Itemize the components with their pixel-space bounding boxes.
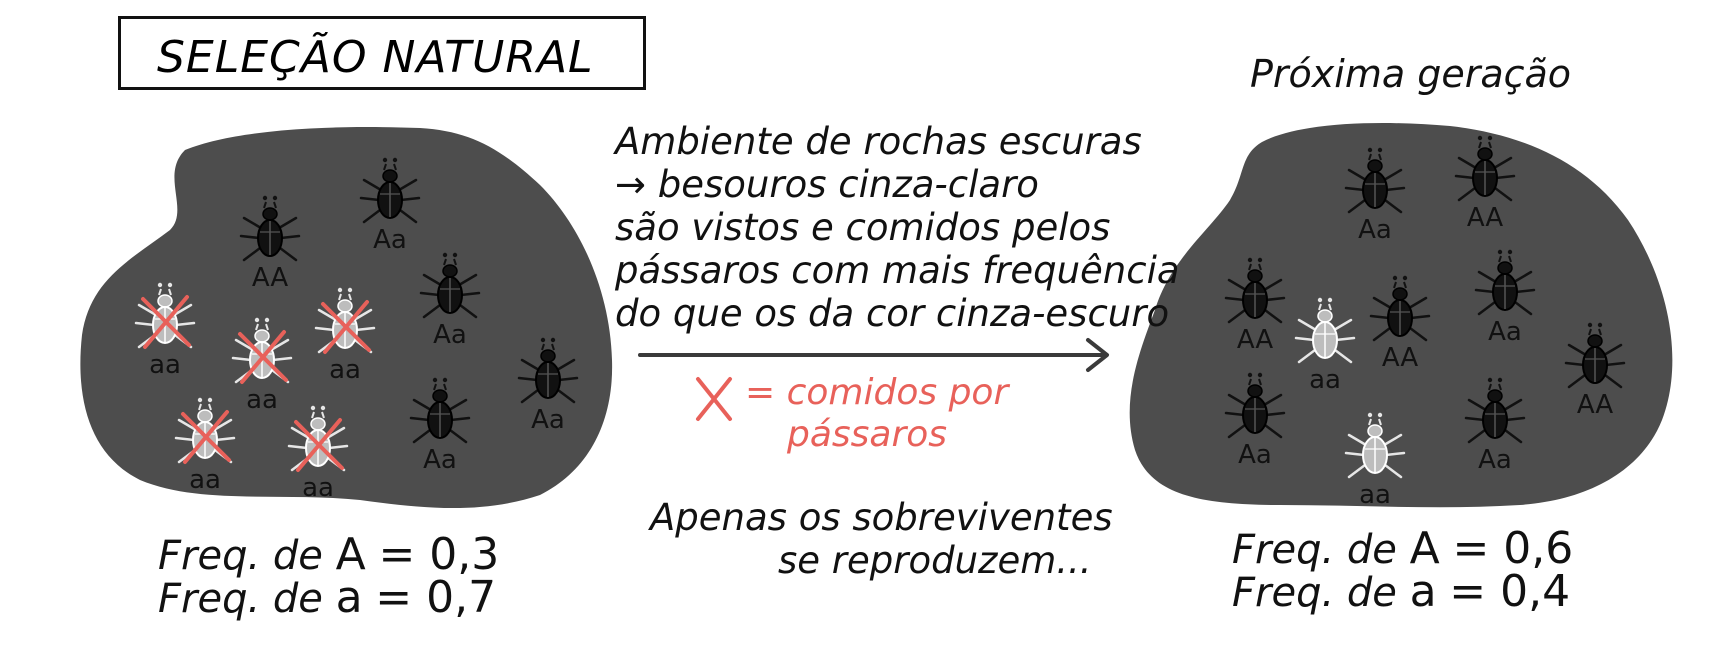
beetle: aa: [314, 287, 376, 385]
genotype-label: Aa: [1238, 440, 1272, 470]
description-line: do que os da cor cinza-escuro: [615, 292, 1170, 335]
genotype-label: aa: [149, 350, 181, 380]
eaten-x-icon: [696, 377, 732, 421]
genotype-label: aa: [1359, 480, 1391, 510]
beetle: AA: [1224, 257, 1286, 355]
freq-value: = 0,6: [1452, 523, 1574, 574]
beetle: Aa: [419, 252, 481, 350]
genotype-label: AA: [1382, 343, 1419, 373]
survivors-text: Apenas os sobreviventes se reproduzem...: [650, 496, 1113, 582]
eaten-mark: [238, 330, 288, 384]
beetle: aa: [287, 405, 349, 503]
right-freq-a: Freq. de a = 0,4: [1232, 570, 1573, 616]
eaten-mark: [181, 410, 231, 464]
legend-line-2: pássaros: [787, 414, 948, 455]
description-line: Ambiente de rochas escuras: [615, 120, 1142, 163]
beetle: aa: [174, 397, 236, 495]
genotype-label: Aa: [423, 445, 457, 475]
description-line: → besouros cinza-claro: [615, 163, 1039, 206]
genotype-label: AA: [1237, 325, 1274, 355]
freq-value: = 0,3: [378, 529, 500, 580]
freq-value: = 0,4: [1449, 566, 1571, 617]
genotype-label: aa: [189, 465, 221, 495]
direction-arrow: [638, 338, 1109, 372]
genotype-label: Aa: [1488, 317, 1522, 347]
freq-value: = 0,7: [375, 572, 497, 623]
beetle: Aa: [1474, 249, 1536, 347]
genotype-label: AA: [1467, 203, 1504, 233]
genotype-label: Aa: [373, 225, 407, 255]
genotype-label: AA: [252, 263, 289, 293]
beetle: AA: [1369, 275, 1431, 373]
survivors-line-2: se reproduzem...: [778, 539, 1092, 582]
genotype-label: Aa: [1358, 215, 1392, 245]
allele-a: a: [335, 572, 363, 623]
eaten-mark: [294, 418, 344, 472]
allele-A: A: [335, 529, 366, 580]
beetle: aa: [1294, 297, 1356, 395]
genotype-label: AA: [1577, 390, 1614, 420]
next-generation-title: Próxima geração: [1250, 52, 1572, 96]
survivors-line-1: Apenas os sobreviventes: [650, 496, 1113, 539]
genotype-label: aa: [246, 385, 278, 415]
beetle: AA: [1454, 135, 1516, 233]
genotype-label: aa: [302, 473, 334, 503]
genotype-label: aa: [1309, 365, 1341, 395]
eaten-mark: [321, 300, 371, 354]
page-title: SELEÇÃO NATURAL: [157, 32, 594, 83]
description-text: Ambiente de rochas escuras → besouros ci…: [615, 120, 1180, 335]
right-freq-A: Freq. de A = 0,6: [1232, 527, 1573, 573]
freq-label: Freq. de: [158, 533, 323, 579]
beetle: Aa: [409, 377, 471, 475]
beetle: Aa: [359, 157, 421, 255]
beetle: Aa: [1344, 147, 1406, 245]
eaten-mark: [141, 295, 191, 349]
genotype-label: Aa: [433, 320, 467, 350]
legend-line-1: = comidos por: [745, 372, 1009, 413]
right-frequency-block: Freq. de A = 0,6 Freq. de a = 0,4: [1232, 527, 1573, 616]
left-freq-a: Freq. de a = 0,7: [158, 576, 499, 622]
freq-label: Freq. de: [1232, 527, 1397, 573]
description-line: são vistos e comidos pelos: [615, 206, 1111, 249]
title-box: SELEÇÃO NATURAL: [118, 16, 646, 90]
genotype-label: Aa: [531, 405, 565, 435]
freq-label: Freq. de: [158, 576, 323, 622]
left-frequency-block: Freq. de A = 0,3 Freq. de a = 0,7: [158, 533, 499, 622]
genotype-label: aa: [329, 355, 361, 385]
beetle: aa: [231, 317, 293, 415]
freq-label: Freq. de: [1232, 570, 1397, 616]
allele-A: A: [1409, 523, 1440, 574]
beetle: aa: [1344, 412, 1406, 510]
beetle: aa: [134, 282, 196, 380]
beetle: Aa: [1224, 372, 1286, 470]
left-freq-A: Freq. de A = 0,3: [158, 533, 499, 579]
beetle: AA: [1564, 322, 1626, 420]
legend-text: = comidos por pássaros: [745, 372, 1008, 456]
beetle: Aa: [517, 337, 579, 435]
description-line: pássaros com mais frequência: [615, 249, 1180, 292]
allele-a: a: [1409, 566, 1437, 617]
beetle: Aa: [1464, 377, 1526, 475]
beetle: AA: [239, 195, 301, 293]
genotype-label: Aa: [1478, 445, 1512, 475]
